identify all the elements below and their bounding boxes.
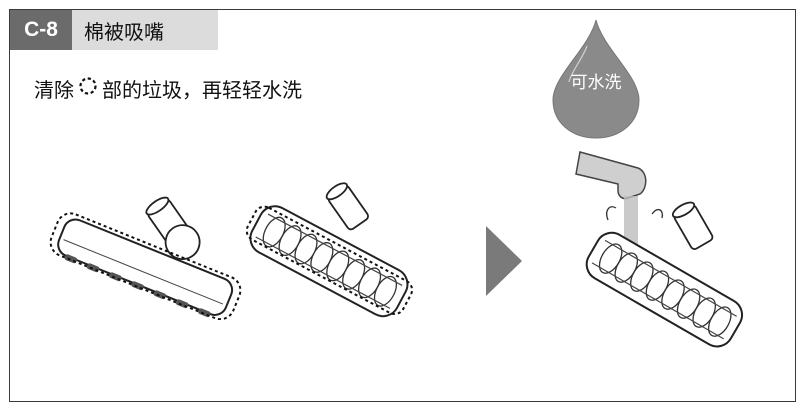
instruction-after: 部的垃圾，再轻轻水洗 bbox=[102, 78, 302, 102]
nozzle-illustration-brush bbox=[245, 182, 414, 318]
section-code: C-8 bbox=[10, 10, 72, 50]
content-frame bbox=[9, 9, 796, 402]
dashed-circle-icon bbox=[78, 76, 98, 101]
nozzle-illustration-outline bbox=[49, 196, 242, 320]
section-title: 棉被吸嘴 bbox=[72, 10, 218, 50]
instruction-text: 清除 部的垃圾，再轻轻水洗 bbox=[34, 74, 302, 103]
section-header: C-8 棉被吸嘴 bbox=[10, 10, 218, 50]
washable-badge-label: 可水洗 bbox=[570, 73, 622, 93]
nozzle-washing-illustration bbox=[575, 151, 744, 348]
arrow-right-icon bbox=[486, 226, 522, 296]
instruction-before: 清除 bbox=[34, 78, 74, 102]
water-drop-icon bbox=[552, 19, 640, 139]
